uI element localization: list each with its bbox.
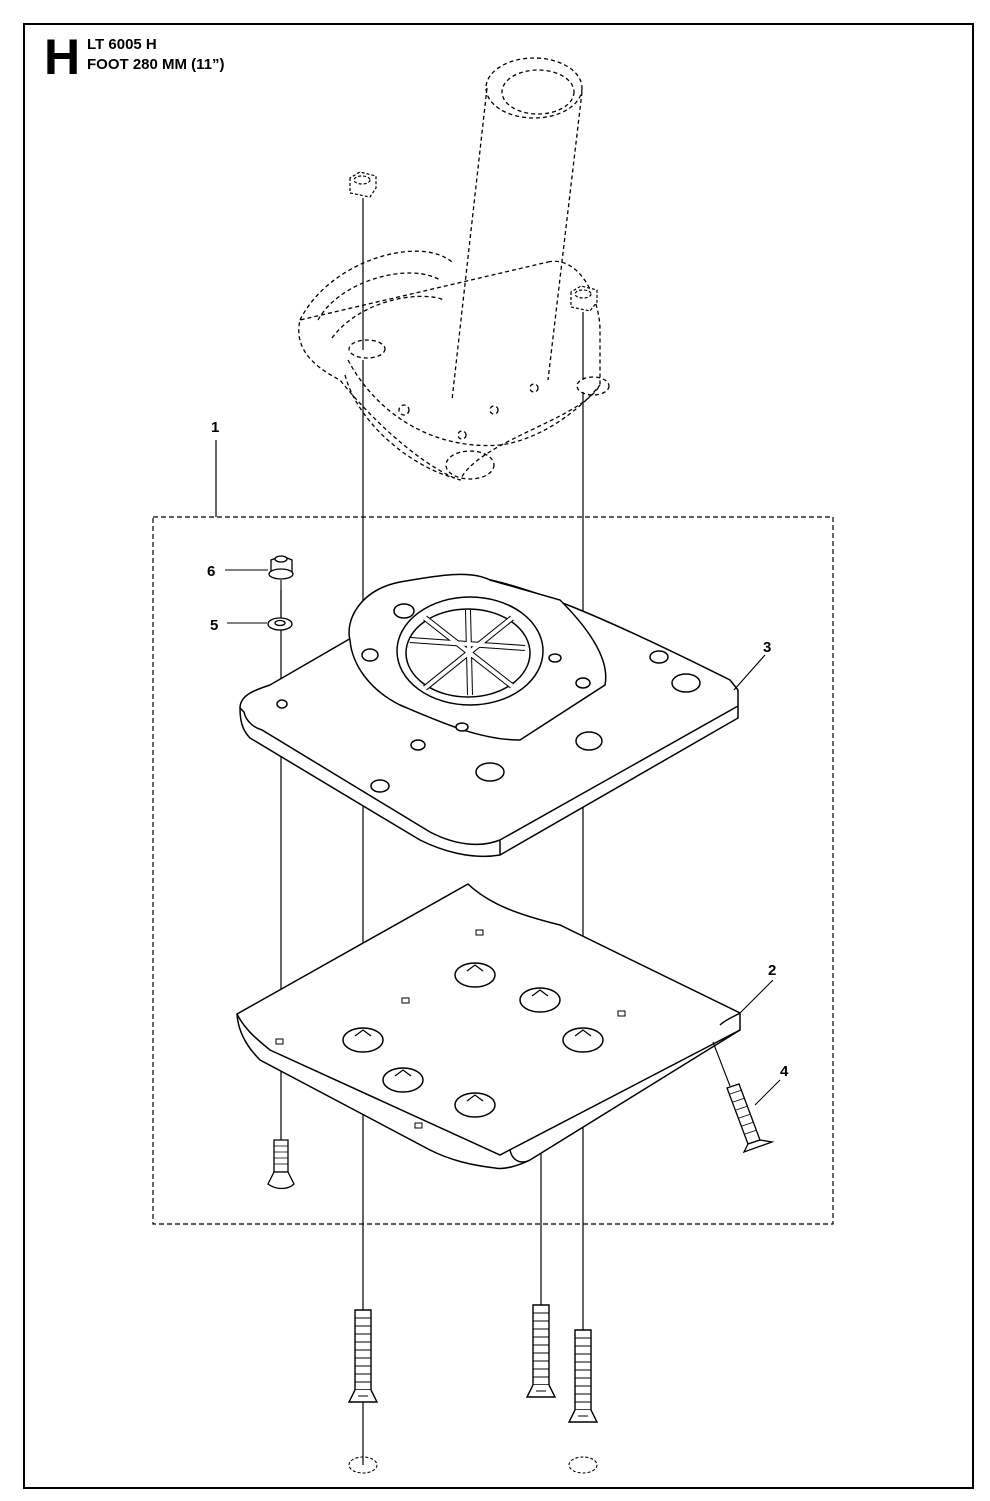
- part-4-countersunk-screw: [726, 1083, 775, 1154]
- diagram-subtitle: FOOT 280 MM (11”): [87, 56, 225, 73]
- foot-housing-ghost: [298, 57, 610, 481]
- callout-2: 2: [768, 962, 776, 979]
- part-2-bottom-plate: [236, 883, 741, 1170]
- callout-1: 1: [211, 419, 219, 436]
- housing-nut-left: [349, 171, 377, 198]
- assembly-outline-box: [152, 516, 834, 1225]
- model-name: LT 6005 H: [87, 36, 157, 53]
- page-border: [23, 23, 974, 1489]
- long-bolt-middle: [526, 1304, 556, 1398]
- housing-nut-right: [570, 285, 598, 312]
- long-bolt-left: [348, 1309, 378, 1403]
- bolt-head-ghosts: [348, 1456, 598, 1474]
- section-letter: H: [44, 29, 81, 85]
- callout-6: 6: [207, 563, 215, 580]
- callout-leaders: [225, 569, 781, 1106]
- part-5-washer: [267, 617, 293, 631]
- callout-4: 4: [780, 1063, 789, 1080]
- long-bolt-right: [568, 1329, 598, 1423]
- callout-5: 5: [210, 617, 218, 634]
- part-6-flange-nut: [268, 555, 294, 580]
- callout-3: 3: [763, 639, 771, 656]
- part-3-foot-plate: [239, 573, 739, 858]
- plate-screw-left: [267, 1139, 295, 1190]
- screw-4-leader: [712, 1041, 731, 1087]
